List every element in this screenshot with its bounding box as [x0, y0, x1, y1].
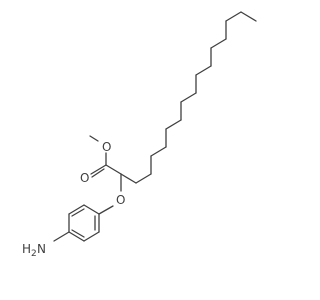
chain-bond-12 [150, 146, 167, 157]
chain-bond-1 [240, 11, 257, 22]
ring-bond-6 [83, 204, 100, 215]
bond-carbonyl-double-1 [90, 164, 107, 175]
bond-carbonyl-double-2 [91, 168, 105, 178]
carbonyl-oxygen-label: O [80, 171, 89, 185]
chain-bond-8 [180, 92, 197, 103]
chain-bond-2 [225, 11, 242, 22]
chain-bond-4 [210, 38, 227, 49]
bond-ring-amine [53, 231, 70, 242]
bond-ester-o-methyl [89, 135, 99, 142]
amine-n-label: N [37, 242, 46, 256]
amine-subscript-label: 2 [31, 249, 37, 259]
bond-ether-o-ring [98, 205, 114, 215]
ring-bond-3 [68, 231, 85, 242]
chain-bond-15 [120, 173, 137, 184]
ester-oxygen-label: O [102, 140, 111, 154]
ring-double-2 [71, 229, 85, 238]
chain-bond-14 [135, 173, 152, 184]
ring-bond-2 [83, 231, 100, 242]
chain-bond-10 [165, 119, 182, 130]
ether-oxygen-label: O [116, 193, 125, 207]
bond-alpha-carbonyl-c [105, 164, 122, 175]
ring-bond-5 [68, 204, 85, 215]
chain-bond-6 [195, 65, 212, 76]
amine-h-label: H [22, 242, 31, 256]
ring-double-3 [71, 208, 85, 217]
